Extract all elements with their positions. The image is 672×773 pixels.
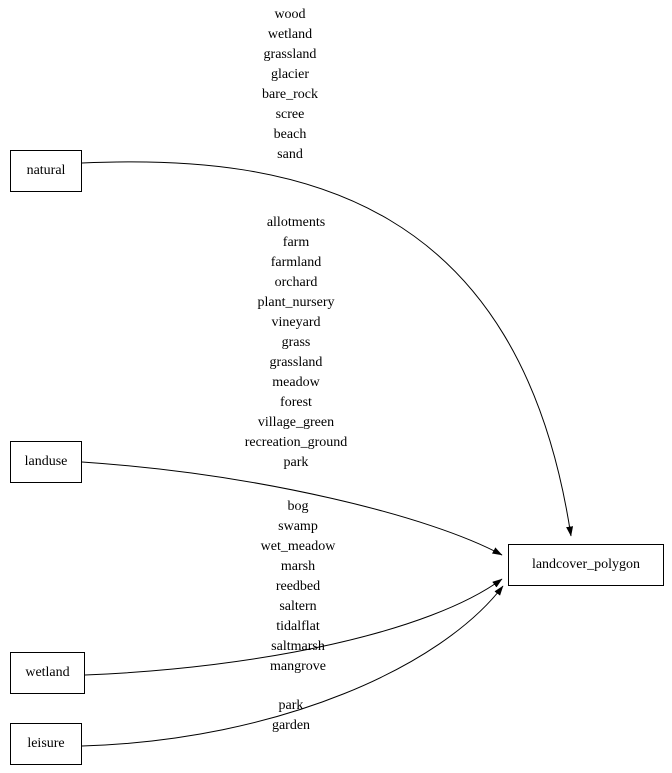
edge-labels-leisure: park garden bbox=[191, 696, 391, 736]
node-landuse: landuse bbox=[10, 441, 82, 483]
edge-label-line: swamp bbox=[278, 519, 318, 534]
node-leisure: leisure bbox=[10, 723, 82, 765]
edge-label-line: bare_rock bbox=[262, 87, 318, 102]
edge-label-line: farmland bbox=[270, 255, 322, 270]
edge-label-line: wood bbox=[274, 7, 306, 22]
edge-leisure-landcover_polygon bbox=[81, 585, 504, 747]
edge-label-line: tidalflat bbox=[276, 619, 320, 634]
node-natural: natural bbox=[10, 150, 82, 192]
edge-label-line: vineyard bbox=[271, 315, 321, 330]
edge-label-line: village_green bbox=[257, 415, 335, 430]
edge-label-line: orchard bbox=[274, 275, 318, 290]
edge-label-line: farm bbox=[282, 235, 310, 250]
node-landuse-label: landuse bbox=[24, 454, 68, 469]
edge-label-line: marsh bbox=[280, 559, 316, 574]
edge-label-line: grass bbox=[281, 335, 311, 350]
edge-labels-landuse: allotments farm farmland orchard plant_nurse… bbox=[196, 213, 396, 473]
edge-label-line: wetland bbox=[267, 27, 313, 42]
edge-label-line: saltern bbox=[279, 599, 317, 614]
edge-landuse-landcover_polygon bbox=[81, 461, 503, 556]
edge-label-line: wet_meadow bbox=[260, 539, 336, 554]
edge-label-line: bog bbox=[287, 499, 309, 514]
edge-wetland-landcover_polygon bbox=[84, 578, 503, 676]
edge-label-line: forest bbox=[280, 395, 312, 410]
edge-natural-landcover_polygon bbox=[81, 161, 574, 537]
edge-label-line: saltmarsh bbox=[271, 639, 325, 654]
edge-label-line: scree bbox=[275, 107, 305, 122]
edge-label-line: garden bbox=[271, 718, 311, 733]
node-landcover_polygon-label: landcover_polygon bbox=[531, 557, 641, 572]
edge-label-line: reedbed bbox=[275, 579, 321, 594]
edge-label-line: plant_nursery bbox=[257, 295, 335, 310]
edge-label-line: beach bbox=[273, 127, 307, 142]
edge-label-line: recreation_ground bbox=[244, 435, 348, 450]
edge-label-line: mangrove bbox=[270, 659, 326, 674]
edge-label-line: glacier bbox=[270, 67, 310, 82]
node-leisure-label: leisure bbox=[27, 736, 65, 751]
edge-label-line: sand bbox=[277, 147, 303, 162]
edge-label-line: allotments bbox=[266, 215, 326, 230]
edge-label-line: grassland bbox=[263, 47, 317, 62]
edge-label-line: park bbox=[283, 455, 309, 470]
node-wetland: wetland bbox=[10, 652, 85, 694]
node-natural-label: natural bbox=[26, 163, 66, 178]
node-wetland-label: wetland bbox=[25, 665, 70, 680]
edge-label-line: grassland bbox=[269, 355, 323, 370]
edge-label-line: park bbox=[278, 698, 304, 713]
edge-label-line: meadow bbox=[272, 375, 320, 390]
node-landcover_polygon: landcover_polygon bbox=[508, 544, 664, 586]
